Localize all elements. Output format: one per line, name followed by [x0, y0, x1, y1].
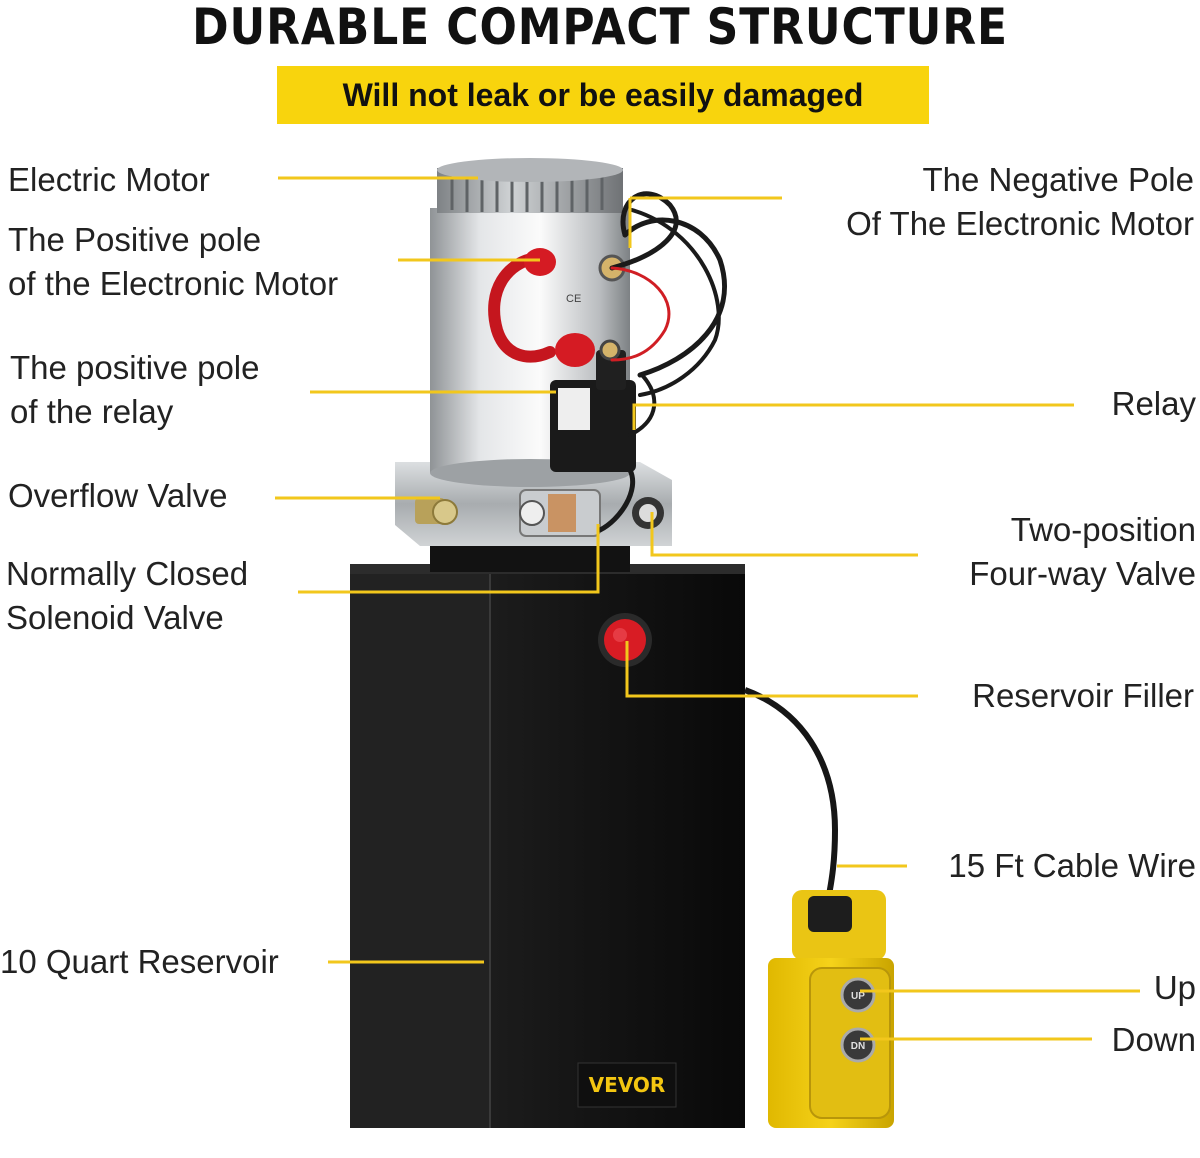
wiring — [597, 191, 727, 533]
up-button-label: UP — [851, 991, 865, 1002]
subtitle-text: Will not leak or be easily damaged — [342, 77, 864, 113]
label-four-way-valve-line1: Two-position — [1010, 511, 1196, 548]
label-negative-pole-line2: Of The Electronic Motor — [846, 205, 1194, 242]
pendant-cable — [743, 687, 839, 901]
page-title: DURABLE COMPACT STRUCTURE — [192, 0, 1008, 56]
motor-terminals — [488, 248, 626, 367]
label-reservoir-filler: Reservoir Filler — [972, 677, 1194, 714]
vevor-plate — [577, 1062, 677, 1108]
pendant-remote: UP DN — [768, 890, 894, 1128]
label-positive-pole-relay-line1: The positive pole — [10, 349, 260, 386]
reservoir-filler-cap — [598, 613, 652, 667]
label-reservoir: 10 Quart Reservoir — [0, 943, 279, 980]
label-overflow-valve: Overflow Valve — [8, 477, 228, 514]
label-solenoid-valve-line2: Solenoid Valve — [6, 599, 224, 636]
subtitle-banner: Will not leak or be easily damaged — [277, 66, 929, 124]
label-positive-pole-relay-line2: of the relay — [10, 393, 174, 430]
label-positive-pole-motor-line1: The Positive pole — [8, 221, 262, 258]
reservoir-tank: VEVOR — [350, 564, 745, 1128]
down-button-label: DN — [851, 1041, 865, 1052]
label-down: Down — [1111, 1021, 1196, 1058]
label-solenoid-valve-line1: Normally Closed — [6, 555, 249, 592]
label-up: Up — [1153, 969, 1196, 1006]
label-positive-pole-motor-line2: of the Electronic Motor — [8, 265, 339, 302]
label-negative-pole-line1: The Negative Pole — [922, 161, 1195, 198]
label-cable-wire: 15 Ft Cable Wire — [948, 847, 1196, 884]
brand-logo: VEVOR — [589, 1073, 666, 1097]
svg-text:CE: CE — [566, 293, 581, 305]
label-four-way-valve-line2: Four-way Valve — [969, 555, 1196, 592]
label-electric-motor: Electric Motor — [8, 161, 210, 198]
label-relay: Relay — [1111, 385, 1196, 422]
leader-lines — [275, 176, 1140, 1041]
